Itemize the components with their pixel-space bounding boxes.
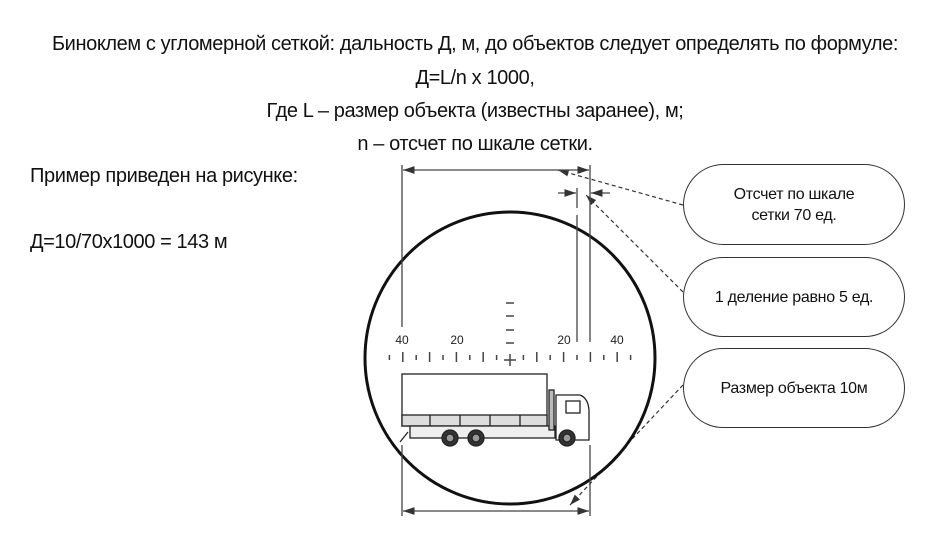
callout-text: Отсчет по шкале сетки 70 ед. [733, 185, 855, 224]
example-intro: Пример приведен на рисунке: [30, 165, 298, 187]
callout-scale-reading: Отсчет по шкале сетки 70 ед. [683, 164, 905, 245]
example-calculation: Д=10/70x1000 = 143 м [30, 231, 228, 253]
field-of-view-circle [363, 210, 657, 506]
dimension-lines [401, 165, 610, 516]
formula-legend-n: n – отсчет по шкале сетки. [357, 133, 593, 155]
callout-text: 1 деление равно 5 ед. [714, 288, 874, 306]
scale-label: 40 [395, 333, 409, 347]
scale-label: 40 [610, 333, 624, 347]
callout-object-size: Размер объекта 10м [683, 348, 905, 428]
callout-text: Размер объекта 10м [720, 379, 868, 397]
formula-legend-l: Где L – размер объекта (известны заранее… [266, 100, 684, 122]
leader-lines [557, 169, 684, 506]
callout-division-value: 1 деление равно 5 ед. [683, 257, 905, 337]
truck-icon [399, 373, 590, 447]
reticle-scale [388, 352, 632, 362]
description-line: Биноклем с угломерной сеткой: дальность … [51, 33, 899, 55]
scale-label: 20 [450, 333, 464, 347]
scale-label: 20 [557, 333, 571, 347]
vertical-scale [504, 302, 516, 366]
formula: Д=L/n x 1000, [415, 67, 535, 89]
